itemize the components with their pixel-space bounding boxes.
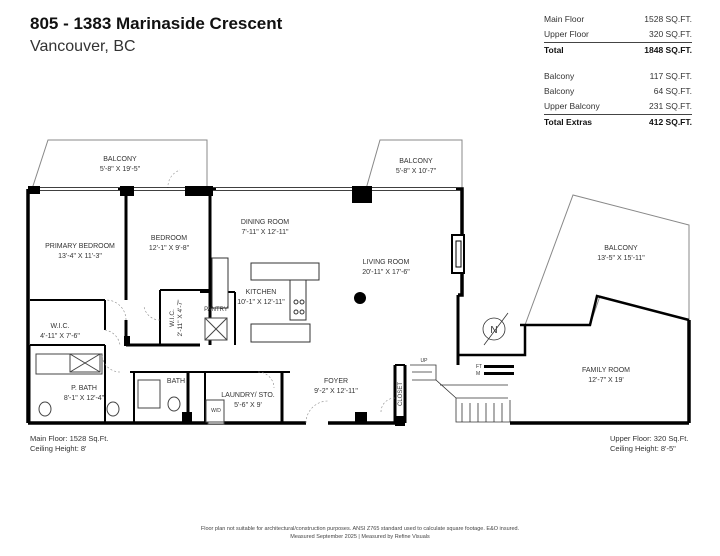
area-label: Total xyxy=(544,45,564,55)
bedroom-dim: 12'-1" X 9'-8" xyxy=(149,245,190,252)
main-floor-note: Main Floor: 1528 Sq.Ft. Ceiling Height: … xyxy=(30,434,108,454)
extras-label: Total Extras xyxy=(544,117,593,127)
family-room-name: FAMILY ROOM xyxy=(582,367,630,374)
main-floor-area: Main Floor: 1528 Sq.Ft. xyxy=(30,434,109,443)
area-value: 1528 SQ.FT. xyxy=(644,14,692,24)
extras-value: 412 SQ.FT. xyxy=(649,117,692,127)
area-value: 320 SQ.FT. xyxy=(649,29,692,39)
balcony-2-dim: 5'-8" X 10'-7" xyxy=(396,168,437,175)
extras-value: 64 SQ.FT. xyxy=(653,86,692,96)
north-arrow-icon: N xyxy=(482,312,509,346)
kitchen-name: KITCHEN xyxy=(246,289,277,296)
extras-row-balcony-2: Balcony 64 SQ.FT. xyxy=(544,84,692,99)
family-room-dim: 12'-7" X 19' xyxy=(588,377,624,384)
stairs xyxy=(410,364,511,423)
extras-area-table: Balcony 117 SQ.FT. Balcony 64 SQ.FT. Upp… xyxy=(544,69,692,130)
kitchen-dim: 10'-1" X 12'-11" xyxy=(237,299,285,306)
p-bath-dim: 8'-1" X 12'-4" xyxy=(64,395,105,402)
balcony-1 xyxy=(31,139,208,190)
balcony-3-dim: 13'-5" X 15'-11" xyxy=(597,255,645,262)
bath-name: BATH xyxy=(167,378,185,385)
floor-area-table: Main Floor 1528 SQ.FT. Upper Floor 320 S… xyxy=(544,12,692,58)
disclaimer-footer: Floor plan not suitable for architectura… xyxy=(0,525,720,541)
stairs-up-label: UP xyxy=(421,358,429,364)
area-value: 1848 SQ.FT. xyxy=(644,45,692,55)
upper-floor-area: Upper Floor: 320 Sq.Ft. xyxy=(610,434,689,443)
scale-bar: FT M xyxy=(476,364,514,377)
bedroom-name: BEDROOM xyxy=(151,235,187,242)
wic-1-dim: 4'-11" X 7'-6" xyxy=(40,333,80,340)
extras-label: Upper Balcony xyxy=(544,101,600,111)
balcony-3-name: BALCONY xyxy=(604,245,638,252)
extras-label: Balcony xyxy=(544,86,575,96)
extras-row-balcony-1: Balcony 117 SQ.FT. xyxy=(544,69,692,84)
dining-room-dim: 7'-11" X 12'-11" xyxy=(241,229,289,236)
foyer-name: FOYER xyxy=(324,378,348,385)
laundry-dim: 5'-6" X 9' xyxy=(234,402,262,409)
balcony-2 xyxy=(365,139,463,190)
balcony-1-name: BALCONY xyxy=(103,156,137,163)
primary-bedroom-dim: 13'-4" X 11'-3" xyxy=(58,253,102,260)
laundry-name: LAUNDRY/ STO. xyxy=(221,392,274,399)
wic-2-name: W.I.C. xyxy=(169,309,176,327)
bath-fixtures xyxy=(35,317,228,425)
upper-ceiling-height: Ceiling Height: 8'-5" xyxy=(610,444,676,453)
extras-value: 231 SQ.FT. xyxy=(649,101,692,111)
property-address: 805 - 1383 Marinaside Crescent xyxy=(30,14,283,33)
closet-name: CLOSET xyxy=(398,382,404,406)
area-label: Main Floor xyxy=(544,14,585,24)
svg-text:N: N xyxy=(490,325,497,336)
area-label: Upper Floor xyxy=(544,29,589,39)
foyer-dim: 9'-2" X 12'-11" xyxy=(314,388,358,395)
kitchen-counters xyxy=(211,257,320,343)
extras-row-total: Total Extras 412 SQ.FT. xyxy=(544,114,692,130)
main-ceiling-height: Ceiling Height: 8' xyxy=(30,444,87,453)
disclaimer-text: Floor plan not suitable for architectura… xyxy=(200,526,520,532)
upper-floor-note: Upper Floor: 320 Sq.Ft. Ceiling Height: … xyxy=(610,434,688,454)
columns xyxy=(28,186,405,426)
balcony-1-dim: 5'-8" X 19'-5" xyxy=(100,166,141,173)
primary-bedroom-name: PRIMARY BEDROOM xyxy=(45,243,115,250)
wic-2-dim: 2'-11" X 4'-7" xyxy=(177,299,184,337)
living-room-name: LIVING ROOM xyxy=(363,259,410,266)
scale-m-label: M xyxy=(476,371,480,377)
area-row-upper-floor: Upper Floor 320 SQ.FT. xyxy=(544,27,692,42)
door-swings xyxy=(101,299,396,424)
property-city: Vancouver, BC xyxy=(30,38,136,55)
fireplace xyxy=(451,234,465,274)
extras-value: 117 SQ.FT. xyxy=(649,71,692,81)
balcony-2-name: BALCONY xyxy=(399,158,433,165)
upper-floor-walls xyxy=(458,294,691,425)
living-room-column xyxy=(354,292,366,304)
area-row-total: Total 1848 SQ.FT. xyxy=(544,42,692,58)
wic-1-name: W.I.C. xyxy=(50,323,69,330)
living-room-dim: 20'-11" X 17'-6" xyxy=(362,269,410,276)
pantry-name: PANTRY xyxy=(204,307,228,313)
washer-dryer-label: W/D xyxy=(211,408,221,414)
p-bath-name: P. BATH xyxy=(71,385,97,392)
measured-by-text: Measured September 2025 | Measured by Re… xyxy=(290,534,430,540)
extras-row-upper-balcony: Upper Balcony 231 SQ.FT. xyxy=(544,99,692,114)
extras-label: Balcony xyxy=(544,71,575,81)
area-row-main-floor: Main Floor 1528 SQ.FT. xyxy=(544,12,692,27)
dining-room-name: DINING ROOM xyxy=(241,219,289,226)
scale-ft-label: FT xyxy=(476,364,482,370)
